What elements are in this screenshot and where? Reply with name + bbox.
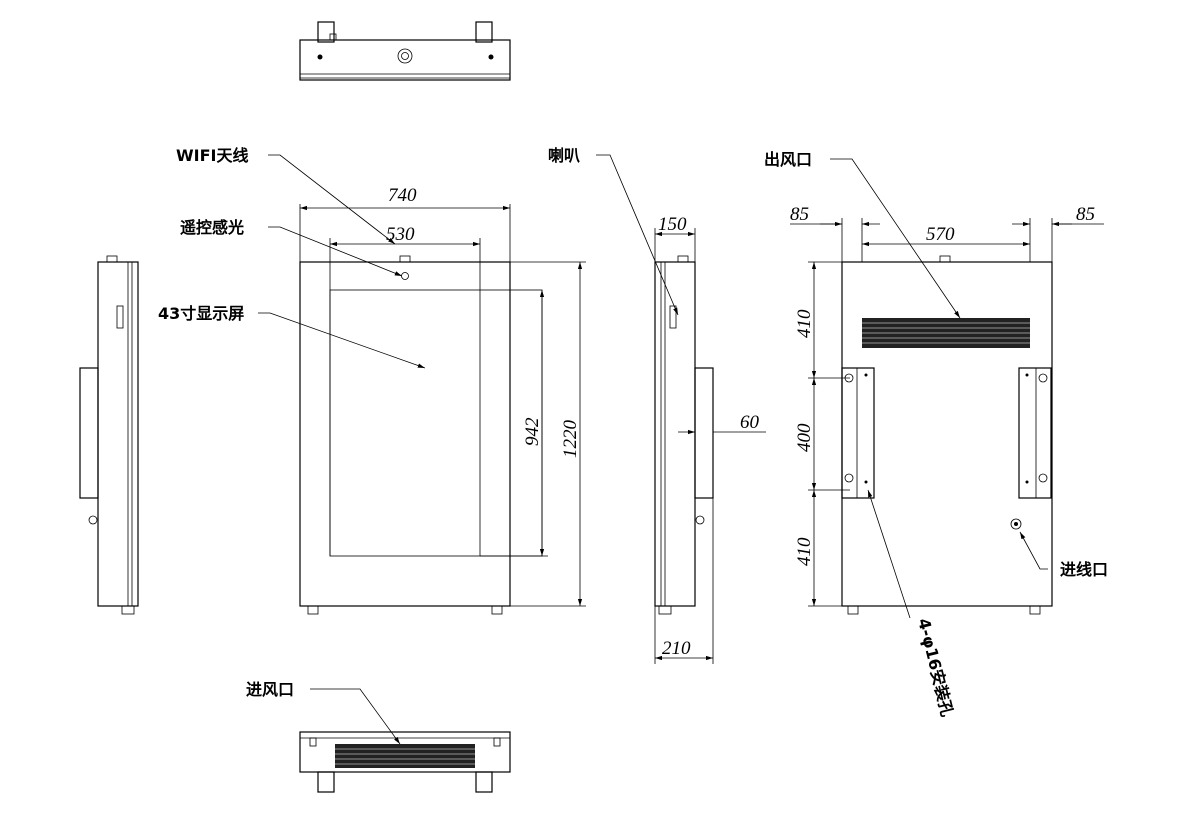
top-view [299, 21, 511, 81]
dim-back-h1: 410 [794, 309, 815, 338]
dim-width-screen: 530 [386, 224, 415, 245]
dim-height-total: 1220 [560, 420, 581, 459]
dim-back-h3: 410 [794, 537, 815, 566]
dimension-labels: 740 530 942 1220 150 210 60 85 85 570 41… [386, 185, 1095, 659]
dim-back-left: 85 [790, 204, 809, 225]
front-view [299, 204, 586, 615]
dim-bracket-depth: 60 [740, 412, 760, 433]
back-view [790, 218, 1104, 615]
dim-depth-bottom: 210 [662, 638, 691, 659]
label-wifi-antenna: WIFI天线 [176, 146, 249, 165]
label-air-outlet: 出风口 [764, 150, 812, 169]
bottom-view [299, 731, 511, 793]
label-mounting-holes: 4-φ16安装孔 [914, 616, 957, 718]
label-air-inlet: 进风口 [246, 680, 294, 699]
dim-back-mid: 570 [926, 224, 955, 245]
label-ir-receiver: 遥控感光 [180, 218, 244, 237]
left-side-view [79, 255, 139, 615]
dim-width-total: 740 [388, 185, 417, 206]
dim-depth-top: 150 [658, 214, 687, 235]
inlet-grille [335, 744, 475, 768]
label-speaker: 喇叭 [548, 146, 580, 165]
label-screen: 43寸显示屏 [158, 304, 244, 323]
dim-back-right: 85 [1076, 204, 1095, 225]
right-side-view [654, 228, 766, 664]
label-cable-inlet: 进线口 [1060, 560, 1108, 579]
dim-height-screen: 942 [522, 417, 543, 446]
dim-back-h2: 400 [794, 423, 815, 452]
leader-lines [258, 154, 1048, 745]
